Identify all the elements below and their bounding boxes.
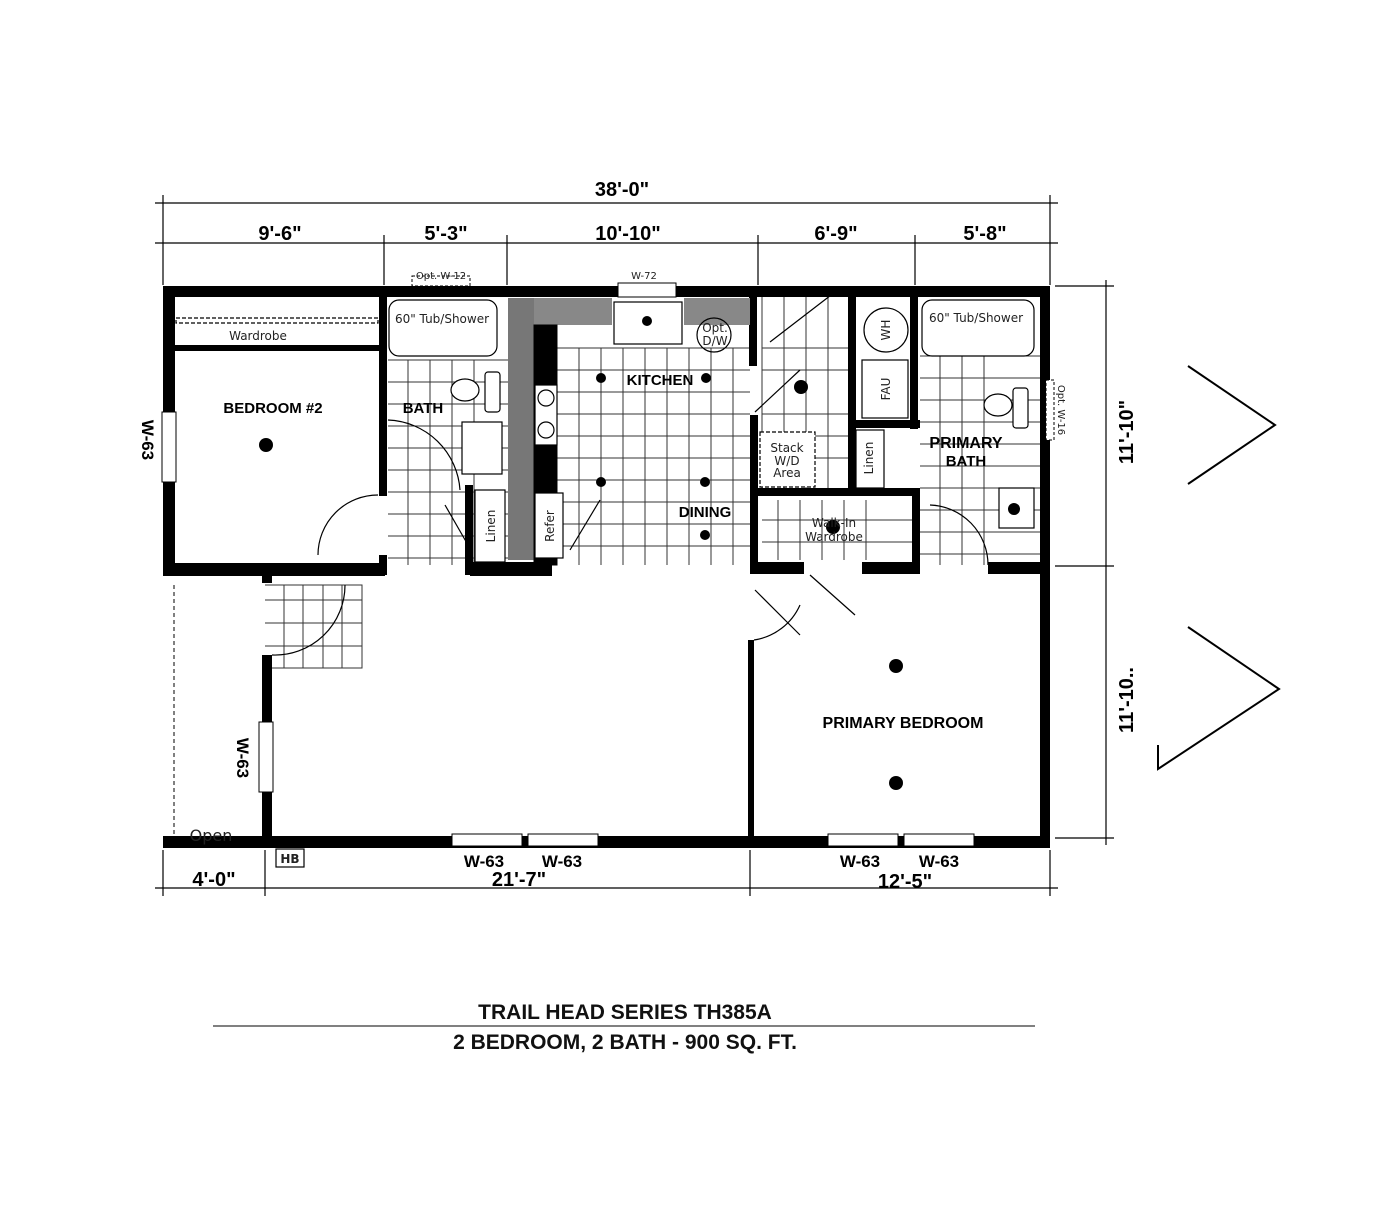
top-dimension-4: 6'-9" xyxy=(814,223,857,245)
window-label-bottom-3: W-63 xyxy=(840,852,880,871)
opt-dw-label-1: Opt. xyxy=(702,321,728,335)
plan-series-title: TRAIL HEAD SERIES TH385A xyxy=(478,1001,772,1024)
tub-shower-label-1: 60" Tub/Shower xyxy=(395,312,489,326)
stack-wd-label-1: Stack xyxy=(770,441,803,455)
walkin-label-2: Wardrobe xyxy=(805,530,863,544)
bottom-dimension-3: 12'-5" xyxy=(878,871,932,893)
hitch-mark-top xyxy=(1187,365,1277,485)
room-label-kitchen: KITCHEN xyxy=(627,372,694,389)
fixtures xyxy=(175,291,1035,868)
room-label-bath: BATH xyxy=(403,400,444,417)
walkin-label-1: Walk-In xyxy=(812,516,856,530)
top-dimension-3: 10'-10" xyxy=(595,223,660,245)
overall-width-dimension: 38'-0" xyxy=(595,179,649,201)
bottom-dimension-1: 4'-0" xyxy=(192,869,235,891)
linen-label-1: Linen xyxy=(484,510,498,543)
top-dimension-1: 9'-6" xyxy=(258,223,301,245)
top-dimension-2: 5'-3" xyxy=(424,223,467,245)
top-dimension-lines xyxy=(155,195,1114,896)
room-label-open: Open xyxy=(190,826,233,845)
window-label-left-living: W-63 xyxy=(233,738,252,778)
windows xyxy=(161,275,1055,847)
light-fixtures xyxy=(259,316,1020,790)
stack-wd-label-2: W/D xyxy=(774,454,799,468)
refer-label: Refer xyxy=(543,510,557,542)
right-dimension-1: 11'-10" xyxy=(1116,400,1138,464)
window-label-w72: W-72 xyxy=(631,271,657,282)
room-label-primary-bath-1: PRIMARY xyxy=(929,435,1003,452)
water-heater-label: WH xyxy=(879,320,893,341)
linen-label-2: Linen xyxy=(862,442,876,475)
room-label-dining: DINING xyxy=(679,504,732,521)
room-label-primary-bedroom: PRIMARY BEDROOM xyxy=(823,715,984,732)
window-label-bottom-4: W-63 xyxy=(919,852,959,871)
room-label-bedroom-2: BEDROOM #2 xyxy=(223,400,322,417)
window-label-bottom-2: W-63 xyxy=(542,852,582,871)
bottom-dimension-2: 21'-7" xyxy=(492,869,546,891)
opt-dw-label-2: D/W xyxy=(702,334,727,348)
window-label-bottom-1: W-63 xyxy=(464,852,504,871)
tub-shower-label-2: 60" Tub/Shower xyxy=(929,311,1023,325)
right-dimension-2: 11'-10.. xyxy=(1116,667,1138,733)
hose-bib-label: HB xyxy=(280,852,299,866)
stack-wd-label-3: Area xyxy=(773,466,801,480)
window-label-opt-w16: Opt. W-16 xyxy=(1055,385,1066,435)
plan-summary: 2 BEDROOM, 2 BATH - 900 SQ. FT. xyxy=(453,1031,797,1054)
wardrobe-label: Wardrobe xyxy=(229,329,287,343)
top-dimension-5: 5'-8" xyxy=(963,223,1006,245)
window-label-opt-w12: Opt. W-12 xyxy=(416,271,466,282)
furnace-label: FAU xyxy=(879,378,893,401)
hitch-mark-bottom xyxy=(1157,626,1281,771)
hatched-wall xyxy=(508,298,534,560)
room-label-primary-bath-2: BATH xyxy=(946,453,987,470)
window-label-left-bedroom: W-63 xyxy=(138,420,157,460)
